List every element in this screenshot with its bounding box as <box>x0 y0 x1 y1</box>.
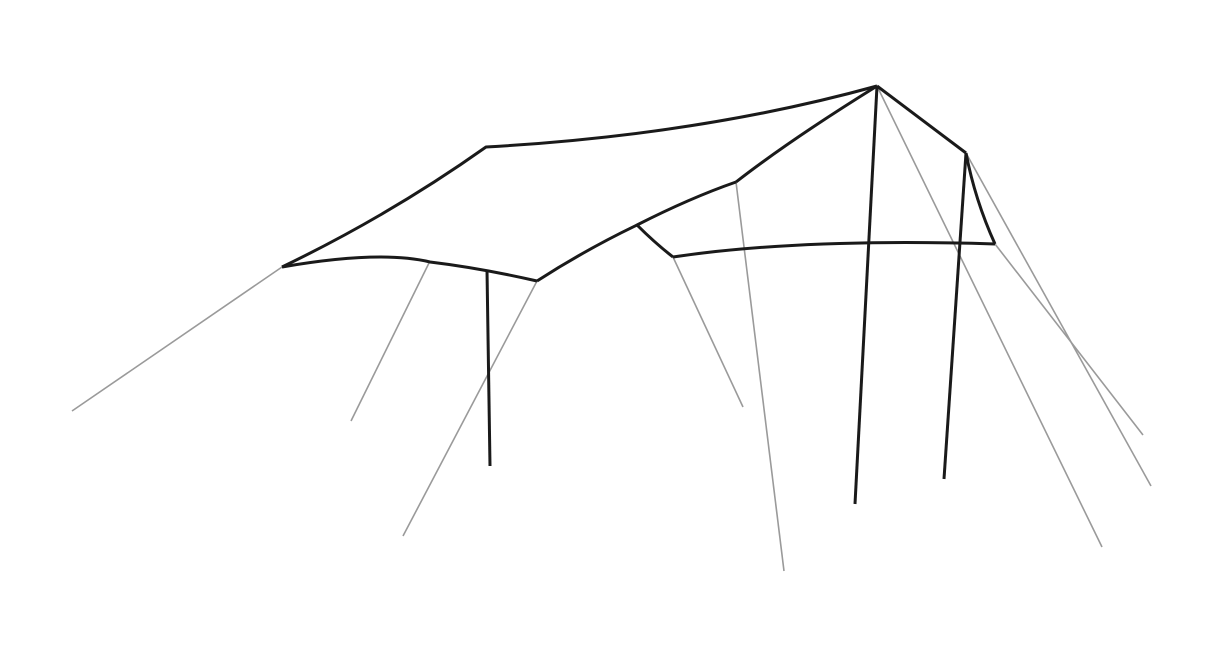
tarp-ridge-edge <box>735 84 878 184</box>
pole-group <box>485 85 968 505</box>
pole-front-left <box>485 269 492 467</box>
guyline-mid-ridge <box>735 181 785 572</box>
guyline-group <box>71 85 1152 572</box>
guyline-front-center <box>402 280 538 537</box>
guyline-right-upper <box>965 152 1152 487</box>
guyline-front-left <box>350 262 430 422</box>
pole-right <box>942 152 968 480</box>
tarp-front-left-edge <box>281 255 538 283</box>
guyline-front-valley <box>672 256 744 408</box>
pole-peak <box>853 85 879 505</box>
tarp-right-side-edge <box>964 152 997 245</box>
tarp-top-edge <box>281 84 878 269</box>
guyline-right-lower <box>994 243 1144 436</box>
tarp-valley-fold <box>635 223 674 259</box>
guyline-left-corner <box>71 266 283 412</box>
guyline-peak-long <box>876 85 1103 548</box>
tarp-peak-right-edge <box>876 84 967 155</box>
tarp-bottom-edge <box>672 241 996 259</box>
tarp-front-rise-edge <box>536 180 737 283</box>
tarp-outline-group <box>281 84 997 283</box>
